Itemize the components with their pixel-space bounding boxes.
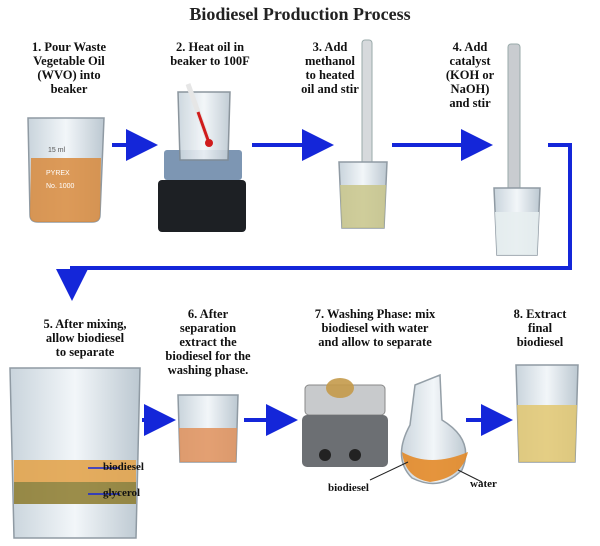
step-2-label: 2. Heat oil in beaker to 100F — [170, 40, 250, 68]
diagram-title: Biodiesel Production Process — [189, 4, 411, 24]
step-5-beaker — [9, 367, 141, 539]
step-6-label: 6. After separation extract the biodiese… — [165, 307, 251, 377]
beaker-volume-text: 15 ml — [48, 147, 66, 154]
step-2-hotplate — [158, 83, 246, 232]
step-7-label: 7. Washing Phase: mix biodiesel with wat… — [314, 307, 436, 349]
step-7-water-annotation: water — [470, 478, 497, 490]
step-5-glycerol-annotation: glycerol — [103, 487, 141, 499]
step-4-pipette-beaker — [493, 43, 541, 256]
step-1-beaker: 15 ml PYREX No. 1000 — [27, 117, 105, 223]
step-3-label: 3. Add methanol to heated oil and stir — [301, 40, 359, 96]
step-7-water-pointer — [457, 469, 483, 483]
step-7-equipment — [302, 373, 468, 485]
step-7-biodiesel-pointer — [369, 461, 409, 481]
step-8-beaker — [515, 364, 579, 463]
step-3-pipette-beaker — [338, 39, 388, 229]
step-5-biodiesel-annotation: biodiesel — [103, 461, 144, 473]
step-7-biodiesel-annotation: biodiesel — [328, 482, 369, 494]
arrow-step4-to-step5 — [56, 143, 572, 301]
step-6-beaker — [177, 394, 239, 463]
step-5-label: 5. After mixing, allow biodiesel to sepa… — [43, 317, 127, 359]
step-4-label: 4. Add catalyst (KOH or NaOH) and stir — [445, 40, 495, 110]
step-8-label: 8. Extract final biodiesel — [513, 307, 567, 349]
beaker-number-text: No. 1000 — [46, 183, 75, 190]
step-1-label: 1. Pour Waste Vegetable Oil (WVO) into b… — [31, 40, 107, 96]
beaker-brand-text: PYREX — [46, 170, 70, 177]
